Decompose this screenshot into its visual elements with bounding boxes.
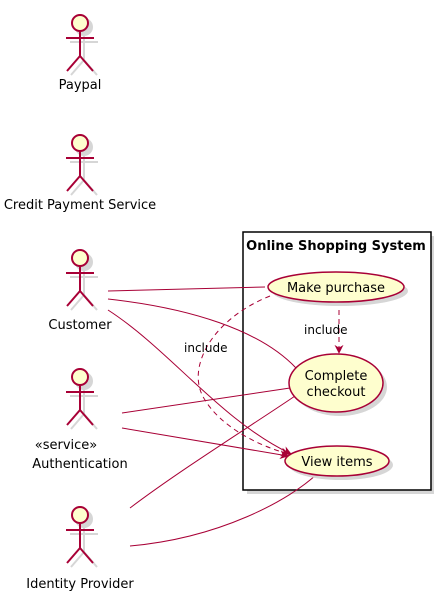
actor-paypal: Paypal (59, 14, 102, 93)
usecase-view-items: View items (284, 445, 393, 480)
usecase-complete-checkout: Complete checkout (288, 353, 387, 416)
include-view-items-label: include (184, 341, 227, 355)
actor-customer-label: Customer (48, 318, 112, 333)
stick-figure-icon (66, 249, 98, 311)
usecase-complete-checkout-label-2: checkout (307, 385, 366, 400)
customer-make-purchase-line (107, 286, 266, 292)
include-checkout-label: include (304, 323, 347, 337)
system-title: Online Shopping System (246, 239, 426, 254)
stick-figure-icon (66, 14, 98, 76)
include-relations (197, 295, 344, 457)
actor-credit-payment-service-label: Credit Payment Service (4, 198, 156, 213)
actor-identity-provider: Identity Provider (26, 506, 134, 592)
actor-paypal-label: Paypal (59, 78, 102, 93)
actor-customer: Customer (48, 249, 112, 333)
actor-identity-provider-label: Identity Provider (26, 577, 134, 592)
actor-authentication-label: Authentication (32, 457, 127, 472)
actor-authentication: «service» Authentication (32, 368, 128, 472)
usecase-make-purchase-label: Make purchase (287, 281, 385, 296)
usecase-view-items-label: View items (301, 455, 372, 470)
stick-figure-icon (66, 134, 98, 196)
stick-figure-icon (66, 368, 98, 430)
identity-view-items-line (129, 472, 319, 547)
authentication-view-items-line (121, 427, 289, 460)
customer-view-items-line (107, 309, 292, 455)
usecase-make-purchase: Make purchase (267, 271, 408, 306)
identity-checkout-line (129, 395, 296, 509)
stick-figure-icon (66, 506, 98, 568)
usecase-complete-checkout-label-1: Complete (305, 369, 368, 384)
associations (107, 286, 319, 547)
authentication-checkout-line (121, 387, 291, 414)
actor-credit-payment-service: Credit Payment Service (4, 134, 156, 213)
actor-authentication-stereotype: «service» (35, 438, 97, 453)
include-view-items-arrow (197, 295, 290, 457)
customer-checkout-line (107, 298, 297, 369)
